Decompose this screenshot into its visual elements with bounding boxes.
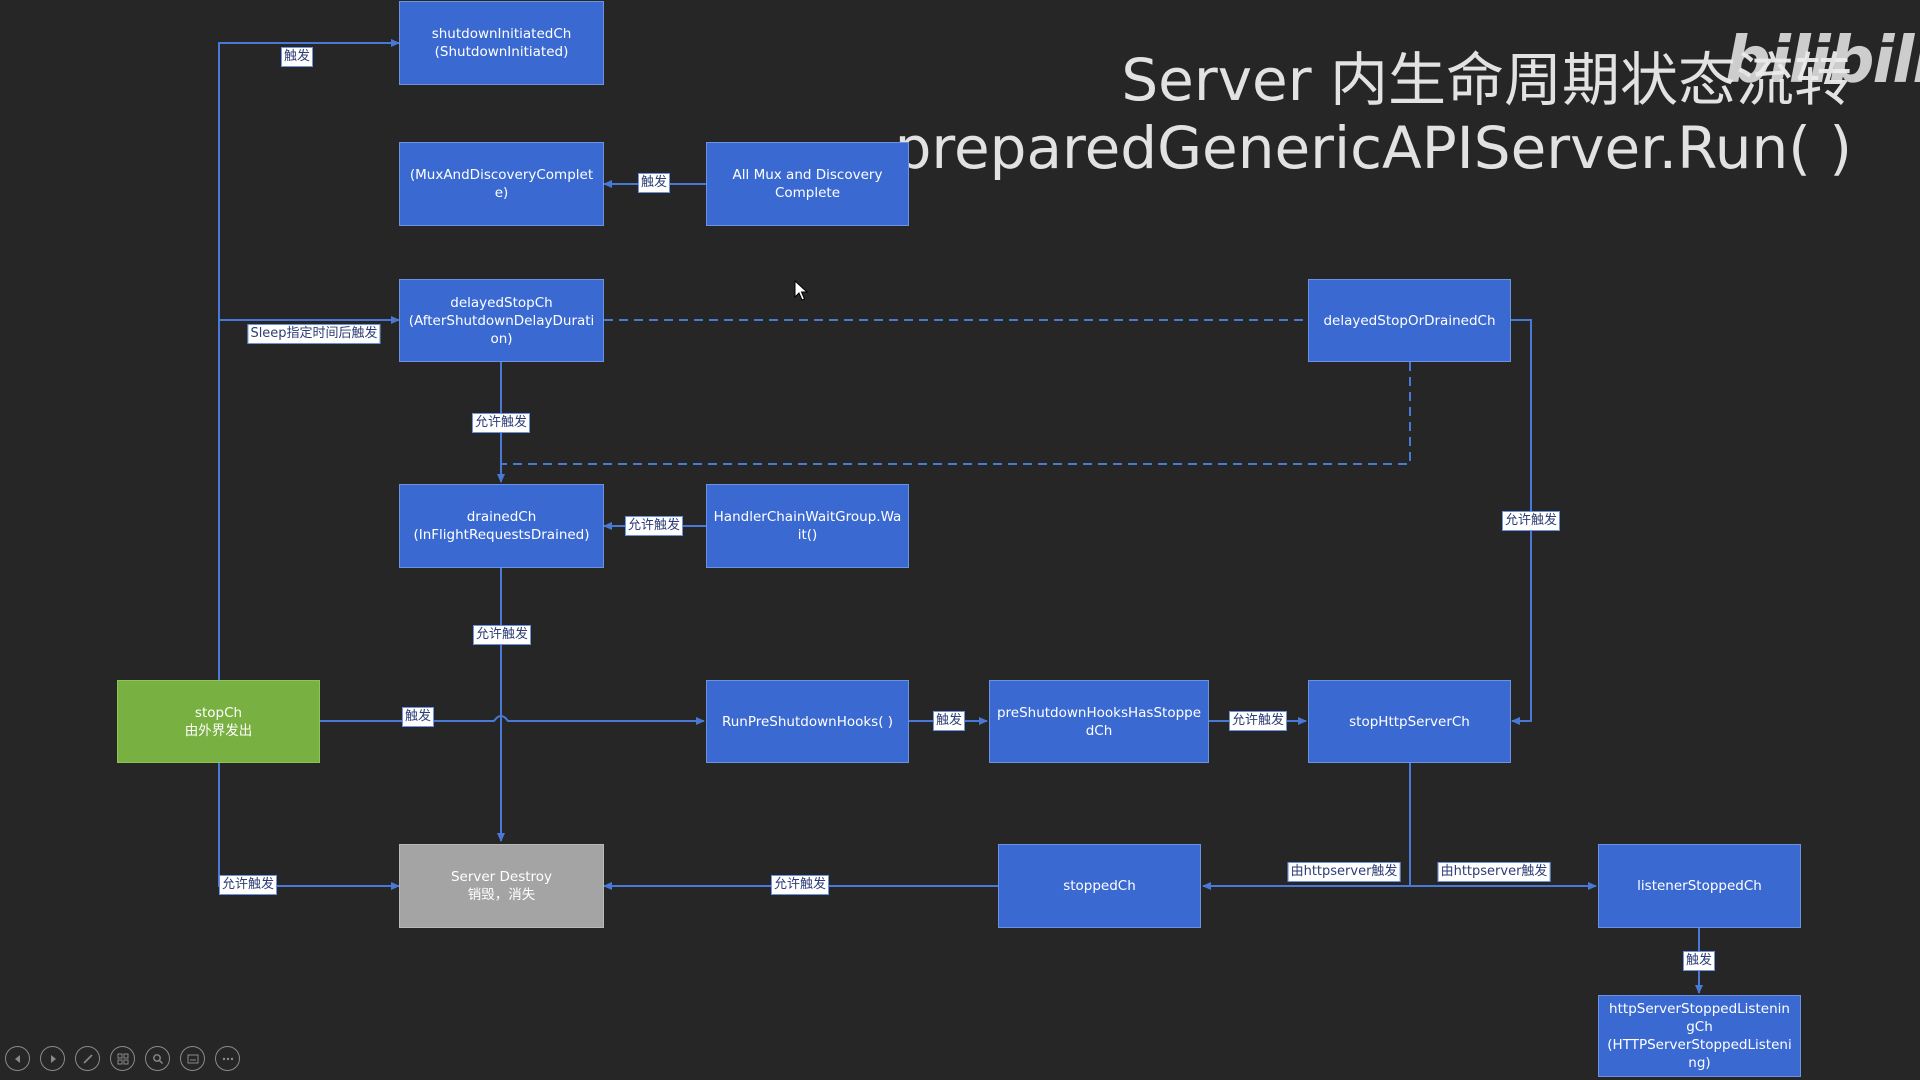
edge-label-delayedordrained-to-stophttp: 允许触发	[1501, 511, 1561, 531]
edge-label-stop-to-delayed-stop: Sleep指定时间后触发	[247, 324, 381, 344]
edge-label-allmux-to-muxcomplete: 触发	[637, 173, 671, 193]
slides-grid-icon[interactable]	[110, 1046, 135, 1071]
more-icon[interactable]	[215, 1046, 240, 1071]
node-line1: stoppedCh	[1063, 878, 1136, 894]
next-icon[interactable]	[40, 1046, 65, 1071]
node-line1: httpServerStoppedListeningCh	[1609, 1001, 1790, 1035]
edge-label-delayed-stop-to-drained: 允许触发	[471, 413, 531, 433]
node-http-server-stopped-listening-ch: httpServerStoppedListeningCh (HTTPServer…	[1598, 995, 1801, 1077]
node-server-destroy: Server Destroy 销毁，消失	[399, 844, 604, 928]
edge-label-listener-to-http-stopped-listening: 触发	[1682, 951, 1716, 971]
slide-title-line2: preparedGenericAPIServer.Run( )	[894, 114, 1852, 182]
bilibili-watermark-logo: bilibili	[1725, 24, 1920, 98]
node-delayed-stop-or-drained-ch: delayedStopOrDrainedCh	[1308, 279, 1511, 362]
node-run-pre-shutdown-hooks: RunPreShutdownHooks( )	[706, 680, 909, 763]
pen-icon[interactable]	[75, 1046, 100, 1071]
edge-label-stopped-to-destroy: 允许触发	[770, 875, 830, 895]
zoom-icon[interactable]	[145, 1046, 170, 1071]
edge-stop-to-runHooks	[320, 715, 705, 725]
node-listener-stopped-ch: listenerStoppedCh	[1598, 844, 1801, 928]
node-line1: shutdownInitiatedCh	[431, 26, 572, 42]
node-all-mux-and-discovery: All Mux and Discovery Complete	[706, 142, 909, 226]
node-line2: 由外界发出	[184, 722, 253, 739]
edge-label-stop-to-shutdown-initiated: 触发	[280, 47, 314, 67]
node-mux-and-discovery-complete: (MuxAndDiscoveryComplete)	[399, 142, 604, 226]
node-line1: RunPreShutdownHooks( )	[721, 713, 894, 730]
node-pre-shutdown-hooks-has-stopped-ch: preShutdownHooksHasStoppedCh	[989, 680, 1209, 763]
node-stop-ch: stopCh 由外界发出	[117, 680, 320, 763]
node-line1: All Mux and Discovery	[732, 167, 883, 183]
node-line1: delayedStopOrDrainedCh	[1323, 312, 1496, 329]
node-line1: delayedStopCh	[450, 294, 553, 311]
slide-title-line1: Server 内生命周期状态流转	[1121, 46, 1852, 114]
node-line1: stopCh	[194, 704, 243, 721]
node-line1: stopHttpServerCh	[1349, 713, 1470, 730]
mouse-cursor-icon	[794, 280, 808, 301]
edge-label-run-hooks-to-hooks-stopped: 触发	[932, 711, 966, 731]
edge-label-http-to-stopped: 由httpserver触发	[1287, 862, 1401, 882]
node-handler-chain-wait-group: HandlerChainWaitGroup.Wait()	[706, 484, 909, 568]
presentation-toolbar	[5, 1046, 240, 1071]
edge-label-http-to-listener: 由httpserver触发	[1437, 862, 1551, 882]
prev-icon[interactable]	[5, 1046, 30, 1071]
node-line2: (InFlightRequestsDrained)	[413, 527, 590, 543]
dashed-delayedOrDrained-to-drained-path	[501, 362, 1411, 465]
subtitle-icon[interactable]	[180, 1046, 205, 1071]
node-line1: HandlerChainWaitGroup.Wait()	[713, 509, 902, 543]
node-line1: Server Destroy	[450, 869, 553, 885]
node-line2: 销毁，消失	[467, 887, 536, 903]
node-line1: drainedCh	[466, 509, 537, 525]
node-line1: (MuxAndDiscoveryComplete)	[409, 167, 594, 201]
node-line1: listenerStoppedCh	[1637, 878, 1762, 894]
node-line2: Complete	[774, 185, 841, 201]
edge-stop-to-shutdownInitiated	[218, 39, 400, 680]
node-line2: (ShutdownInitiated)	[434, 44, 569, 60]
node-stopped-ch: stoppedCh	[998, 844, 1201, 928]
edge-label-stop-to-destroy: 允许触发	[218, 875, 278, 895]
node-line1: preShutdownHooksHasStoppedCh	[996, 704, 1202, 739]
edge-label-drained-to-destroy: 允许触发	[472, 625, 532, 645]
node-delayed-stop-ch: delayedStopCh (AfterShutdownDelayDuratio…	[399, 279, 604, 362]
node-shutdown-initiated-ch: shutdownInitiatedCh (ShutdownInitiated)	[399, 1, 604, 85]
slide-title: Server 内生命周期状态流转 preparedGenericAPIServe…	[752, 46, 1852, 182]
edge-label-hooks-stopped-to-stophttp: 允许触发	[1228, 711, 1288, 731]
node-line2: (AfterShutdownDelayDuration)	[408, 312, 595, 347]
node-line2: (HTTPServerStoppedListening)	[1607, 1037, 1792, 1071]
edge-label-handler-to-drained: 允许触发	[624, 516, 684, 536]
node-stop-http-server-ch: stopHttpServerCh	[1308, 680, 1511, 763]
edge-label-stop-to-run-hooks: 触发	[401, 707, 435, 727]
node-drained-ch: drainedCh (InFlightRequestsDrained)	[399, 484, 604, 568]
edge-stop-to-destroy	[218, 763, 400, 890]
